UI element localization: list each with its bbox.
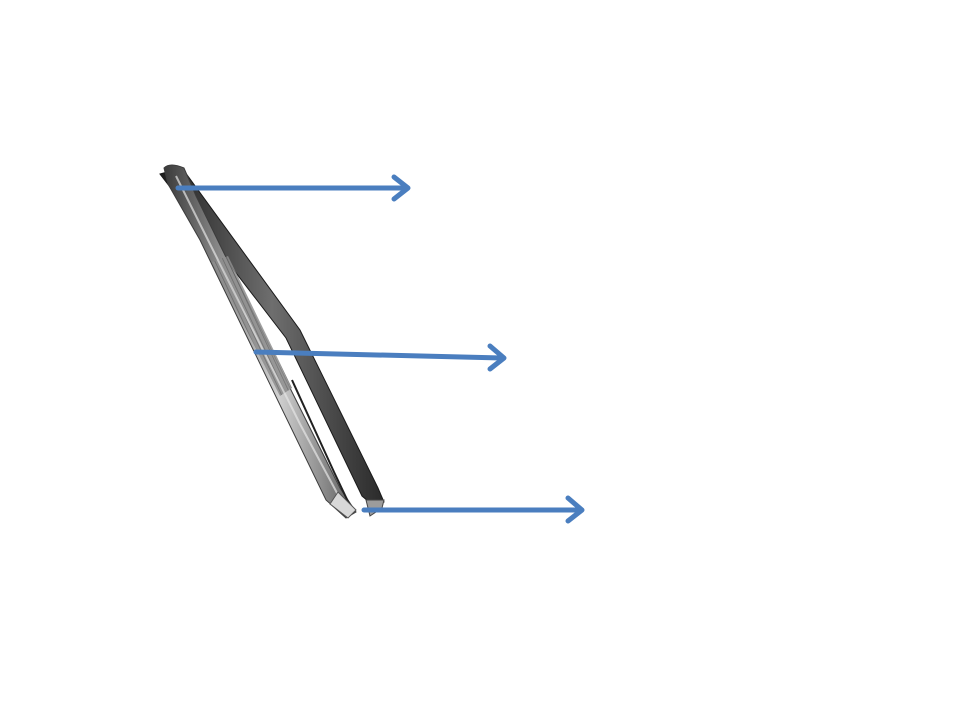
pointer-arrow-top xyxy=(175,174,411,202)
tweezers-highlight xyxy=(175,175,345,507)
tweezers-gap xyxy=(291,379,353,511)
tweezers-icon xyxy=(159,164,385,519)
tweezers-tip-front xyxy=(329,491,357,519)
pointer-arrow-bottom xyxy=(361,495,585,524)
pointer-arrows xyxy=(175,174,585,524)
pointer-arrow-middle xyxy=(253,343,507,372)
